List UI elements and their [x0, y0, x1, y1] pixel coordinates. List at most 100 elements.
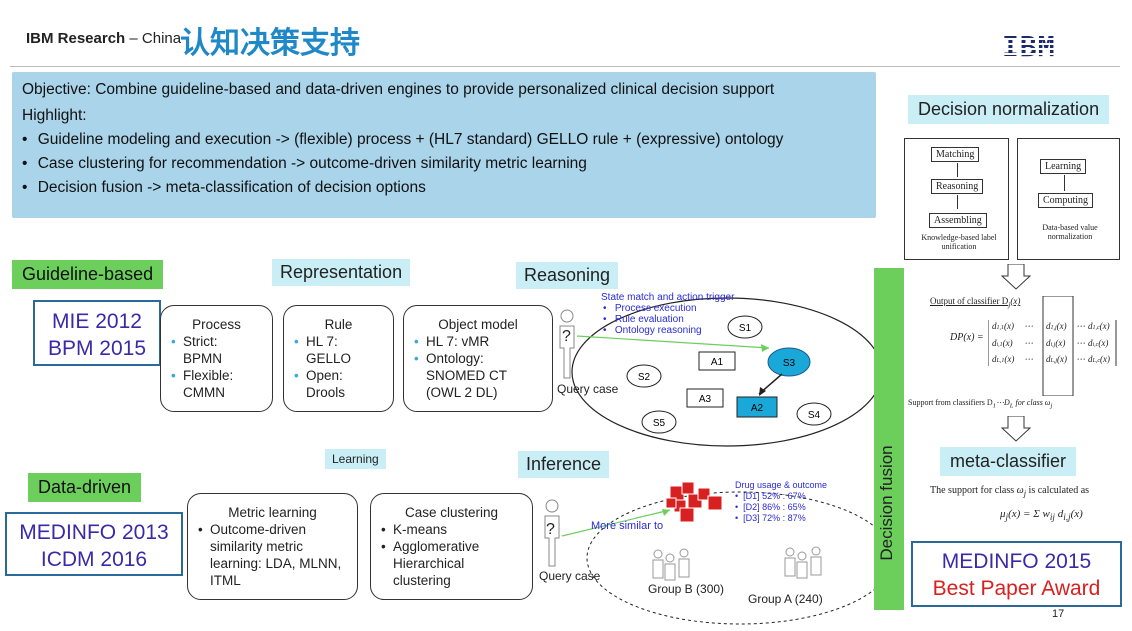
- header-divider: [10, 66, 1120, 67]
- decision-normalization-title: Decision normalization: [908, 95, 1110, 124]
- inference-label: Inference: [518, 451, 610, 478]
- data-driven-label: Data-driven: [28, 473, 142, 502]
- flow-arrow: [957, 195, 958, 209]
- ibm-logo: IBM: [1002, 30, 1056, 63]
- group-a-label: Group A (240): [748, 592, 823, 606]
- conf-line: MEDINFO 2015: [941, 550, 1092, 573]
- assembling-box: Assembling: [929, 213, 987, 228]
- person-icon: [544, 499, 560, 567]
- box-title: Case clustering: [404, 505, 499, 520]
- org-label: IBM Research – China: [26, 30, 182, 47]
- decision-profile-matrix: d1,1(x)⋯d1,j(x)⋯d1,c(x) di,1(x)⋯di,j(x)⋯…: [988, 296, 1117, 396]
- medinfo-2015-award-box: MEDINFO 2015 Best Paper Award: [911, 541, 1122, 607]
- rule-box: Rule HL 7:GELLO Open:Drools: [283, 305, 394, 412]
- support-text: The support for class ωj is calculated a…: [930, 485, 1090, 498]
- flow-arrow: [1064, 175, 1065, 191]
- svg-text:di,j(x): di,j(x): [1046, 338, 1065, 348]
- flow-arrow: [957, 163, 958, 177]
- node-label: S2: [638, 372, 651, 383]
- state-match-list: State match and action trigger • Process…: [601, 292, 735, 336]
- page-number: 17: [1052, 608, 1065, 620]
- support-classifiers-label: Support from classifiers D1⋯DL for class…: [908, 398, 1053, 410]
- query-case-label: Query case: [557, 382, 619, 396]
- box-title: Process: [192, 317, 241, 332]
- case-clustering-box: Case clustering K-means Agglomerative Hi…: [370, 493, 533, 600]
- person-icon: [559, 309, 575, 379]
- svg-text:d1,j(x): d1,j(x): [1046, 321, 1067, 331]
- conf-line: ICDM 2016: [40, 548, 148, 571]
- reasoning-label: Reasoning: [516, 262, 619, 289]
- decision-fusion-bar: Decision fusion: [874, 268, 904, 610]
- list-item: Agglomerative Hierarchical clustering: [381, 538, 522, 589]
- list-item: HL 7:GELLO: [294, 333, 383, 367]
- support-formula: μj(x) = Σ wij di,j(x): [1000, 508, 1083, 523]
- svg-text:di,1(x): di,1(x): [992, 338, 1013, 348]
- representation-label: Representation: [272, 259, 411, 286]
- group-a-people-icon: [652, 546, 822, 581]
- object-model-box: Object model HL 7: vMR Ontology:SNOMED C…: [403, 305, 553, 412]
- list-item: Flexible:CMMN: [171, 367, 262, 401]
- award-line: Best Paper Award: [932, 577, 1101, 600]
- svg-text:dL,c(x): dL,c(x): [1088, 354, 1110, 364]
- conf-line: MIE 2012: [52, 310, 142, 333]
- svg-text:⋯: ⋯: [1024, 338, 1033, 348]
- svg-text:d1,c(x): d1,c(x): [1088, 321, 1110, 331]
- node-label: A1: [711, 357, 724, 368]
- node-label: S1: [739, 323, 752, 334]
- list-item: Strict:BPMN: [171, 333, 262, 367]
- matching-box: Matching: [931, 147, 980, 162]
- highlight-heading: Highlight:: [22, 107, 87, 124]
- box-title: Rule: [324, 317, 353, 332]
- query-case-label: Query case: [539, 569, 601, 583]
- list-item: K-means: [381, 521, 522, 538]
- inference-diagram: [544, 481, 875, 625]
- guideline-conference-box: MIE 2012 BPM 2015: [33, 300, 161, 366]
- output-classifier-label: Output of classifier Dj(x): [930, 296, 1021, 309]
- reasoning-box: Reasoning: [931, 179, 984, 194]
- more-similar-label: More similar to: [591, 520, 664, 532]
- learning-box: Learning: [1040, 159, 1087, 174]
- svg-text:⋯: ⋯: [1076, 354, 1085, 364]
- svg-text:⋯: ⋯: [1024, 321, 1033, 331]
- drug-usage-list: Drug usage & outcome • [D1] 52% : 67% • …: [735, 480, 828, 523]
- svg-text:dL,j(x): dL,j(x): [1046, 354, 1067, 364]
- down-arrow-icon: [1000, 264, 1032, 290]
- db-caption: Data-based value normalization: [1042, 223, 1098, 241]
- group-b-cluster-icon: [665, 481, 723, 523]
- data-driven-conference-box: MEDINFO 2013 ICDM 2016: [5, 512, 183, 576]
- highlight-item: Decision fusion -> meta-classification o…: [22, 176, 866, 200]
- list-item: Ontology:SNOMED CT(OWL 2 DL): [414, 350, 542, 401]
- svg-text:⋯: ⋯: [1076, 338, 1085, 348]
- conf-line: MEDINFO 2013: [19, 521, 169, 544]
- metric-learning-box: Metric learning Outcome-driven similarit…: [187, 493, 358, 600]
- computing-box: Computing: [1038, 193, 1094, 208]
- reasoning-diagram: S1 S2 S3 S4 S5 A1 A3 A2: [559, 297, 875, 447]
- highlight-item: Case clustering for recommendation -> ou…: [22, 152, 866, 176]
- svg-text:d1,1(x): d1,1(x): [992, 321, 1014, 331]
- learning-label: Learning: [325, 449, 386, 469]
- dp-matrix-label: DP(x) =: [950, 332, 984, 343]
- objective-text: Objective: Combine guideline-based and d…: [22, 81, 775, 98]
- box-title: Metric learning: [228, 505, 317, 520]
- svg-text:⋯: ⋯: [1076, 321, 1085, 331]
- svg-text:dL,1(x): dL,1(x): [992, 354, 1014, 364]
- node-label: A2: [751, 403, 764, 414]
- knowledge-based-panel: Matching Reasoning Assembling Knowledge-…: [904, 138, 1009, 260]
- svg-text:di,c(x): di,c(x): [1088, 338, 1108, 348]
- meta-classifier-title: meta-classifier: [940, 447, 1077, 476]
- box-title: Object model: [438, 317, 518, 332]
- state-title: State match and action trigger: [601, 292, 735, 303]
- group-b-label: Group B (300): [648, 582, 725, 596]
- svg-text:⋯: ⋯: [1024, 354, 1033, 364]
- conf-line: BPM 2015: [47, 337, 147, 360]
- process-box: Process Strict:BPMN Flexible:CMMN: [160, 305, 273, 412]
- node-label: S5: [653, 418, 666, 429]
- query-mark: ?: [562, 328, 571, 345]
- list-item: Open:Drools: [294, 367, 383, 401]
- highlight-item: Guideline modeling and execution -> (fle…: [22, 128, 866, 152]
- data-based-panel: Learning Computing Data-based value norm…: [1017, 138, 1120, 260]
- node-label: S3: [783, 358, 796, 369]
- list-item: Outcome-driven similarity metric learnin…: [198, 521, 347, 589]
- objective-panel: Objective: Combine guideline-based and d…: [12, 72, 876, 218]
- down-arrow-icon: [1000, 416, 1032, 442]
